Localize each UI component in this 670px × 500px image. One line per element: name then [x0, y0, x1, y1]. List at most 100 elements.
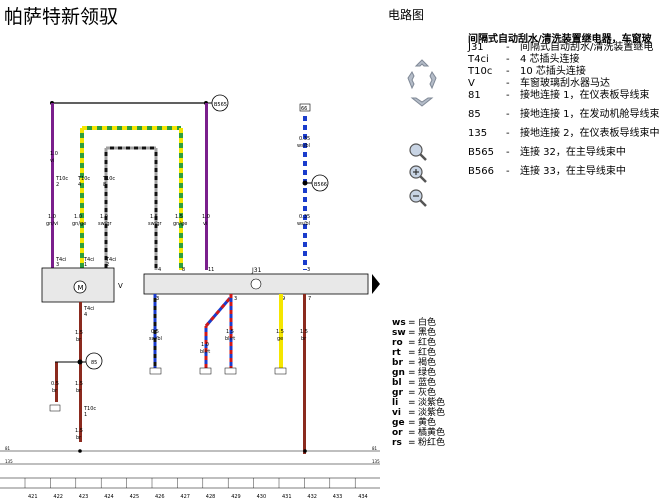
legend-code: B565	[468, 147, 494, 158]
svg-text:3: 3	[56, 262, 59, 268]
legend-heading: 间隔式自动刮水/清洗装置继电器，车窗玻	[468, 34, 652, 45]
svg-text:1.0: 1.0	[48, 214, 56, 220]
svg-text:vi: vi	[50, 158, 54, 164]
legend-item: B565-连接 32，在主导线束中	[468, 147, 670, 159]
svg-text:gn/ge: gn/ge	[173, 221, 187, 227]
svg-text:1.5: 1.5	[75, 428, 83, 434]
column-number: 421	[28, 494, 38, 500]
zoom-in-icon[interactable]	[408, 164, 428, 184]
legend-text: 连接 33，在主导线束中	[520, 166, 626, 177]
legend-code: 135	[468, 128, 488, 139]
color-key-name: 绿色	[418, 368, 437, 378]
color-key-eq: =	[408, 388, 416, 398]
color-key-item: gr=灰色	[392, 388, 445, 398]
color-key-eq: =	[408, 428, 416, 438]
svg-text:3: 3	[307, 267, 310, 273]
color-key-eq: =	[408, 318, 416, 328]
svg-text:7: 7	[308, 296, 311, 302]
color-key-code: ge	[392, 418, 405, 428]
color-key-item: or=橘黄色	[392, 428, 445, 438]
color-key-code: gr	[392, 388, 403, 398]
svg-text:T4ci: T4ci	[105, 257, 116, 263]
svg-text:bl/rt: bl/rt	[225, 336, 235, 342]
legend-dash: -	[506, 42, 510, 53]
color-key-eq: =	[408, 438, 416, 448]
svg-text:1.0: 1.0	[50, 151, 58, 157]
legend-text: 接地连接 1，在仪表板导线束	[520, 90, 650, 101]
nav-right-icon[interactable]	[429, 71, 437, 90]
svg-text:1.5: 1.5	[175, 214, 183, 220]
svg-text:ws/bl: ws/bl	[297, 143, 310, 149]
legend-text: 间隔式自动刮水/清洗装置继电	[520, 42, 654, 53]
svg-text:3: 3	[156, 296, 159, 302]
svg-text:T4ci: T4ci	[83, 257, 94, 263]
legend-dash: -	[506, 78, 510, 89]
column-number: 425	[130, 494, 140, 500]
color-key-item: li=淡紫色	[392, 398, 445, 408]
legend-code: V	[468, 78, 475, 89]
svg-text:1: 1	[84, 262, 87, 268]
svg-text:bl/rt: bl/rt	[200, 349, 210, 355]
legend-item: 81-接地连接 1，在仪表板导线束	[468, 90, 670, 102]
legend-code: J31	[468, 42, 484, 53]
color-key-code: gn	[392, 368, 405, 378]
column-number: 424	[104, 494, 114, 500]
color-key-eq: =	[408, 398, 416, 408]
color-key-code: rt	[392, 348, 401, 358]
color-key-code: ro	[392, 338, 403, 348]
legend-code: 81	[468, 90, 481, 101]
svg-text:1.5: 1.5	[300, 329, 308, 335]
svg-text:br: br	[76, 435, 82, 441]
wire-vi-right	[205, 103, 208, 270]
nav-down-icon[interactable]	[410, 97, 434, 107]
svg-text:sw/bl: sw/bl	[149, 336, 162, 342]
svg-text:2: 2	[106, 262, 109, 268]
svg-text:1.5: 1.5	[276, 329, 284, 335]
color-key-eq: =	[408, 358, 416, 368]
color-key-name: 蓝色	[418, 378, 437, 388]
nav-left-icon[interactable]	[407, 71, 415, 90]
svg-text:0.35: 0.35	[299, 214, 310, 220]
svg-text:135: 135	[372, 459, 380, 464]
legend-text: 接地连接 2，在仪表板导线束中	[520, 128, 660, 139]
svg-text:T10c: T10c	[83, 406, 96, 412]
svg-text:V: V	[118, 282, 123, 290]
svg-text:J31: J31	[251, 267, 262, 274]
color-key-item: rt=红色	[392, 348, 445, 358]
wire-ge	[279, 294, 283, 368]
connector-top-box	[299, 103, 311, 112]
ground-85	[85, 352, 103, 370]
svg-text:T10c: T10c	[102, 176, 115, 182]
svg-text:br: br	[76, 388, 82, 394]
column-number: 427	[180, 494, 190, 500]
color-key-name: 褐色	[418, 358, 437, 368]
svg-text:66: 66	[301, 106, 307, 112]
color-key-code: ws	[392, 318, 406, 328]
legend-item: B566-连接 33，在主导线束中	[468, 166, 670, 178]
wire-br-right	[303, 294, 306, 454]
color-key-item: br =褐色	[392, 358, 445, 368]
zoom-out-icon[interactable]	[408, 188, 428, 208]
column-number: 426	[155, 494, 165, 500]
svg-text:vi: vi	[203, 221, 207, 227]
color-key-name: 淡紫色	[418, 408, 446, 418]
svg-text:4: 4	[84, 312, 87, 318]
svg-text:gn/vi: gn/vi	[46, 221, 58, 227]
svg-text:4: 4	[78, 182, 81, 188]
svg-text:br: br	[76, 337, 82, 343]
nav-up-icon[interactable]	[414, 59, 430, 67]
legend-code: T4ci	[468, 54, 489, 65]
color-key-code: br	[392, 358, 403, 368]
column-number: 432	[307, 494, 317, 500]
svg-text:gn/ge: gn/ge	[72, 221, 86, 227]
svg-text:1.5: 1.5	[75, 381, 83, 387]
svg-text:2: 2	[56, 182, 59, 188]
legend-dash: -	[506, 54, 510, 65]
color-key-name: 粉红色	[418, 438, 446, 448]
svg-text:1.0: 1.0	[100, 214, 108, 220]
column-number: 431	[282, 494, 292, 500]
column-number: 434	[358, 494, 368, 500]
zoom-fit-icon[interactable]	[408, 142, 428, 162]
svg-text:3: 3	[234, 296, 237, 302]
color-key-eq: =	[408, 338, 416, 348]
